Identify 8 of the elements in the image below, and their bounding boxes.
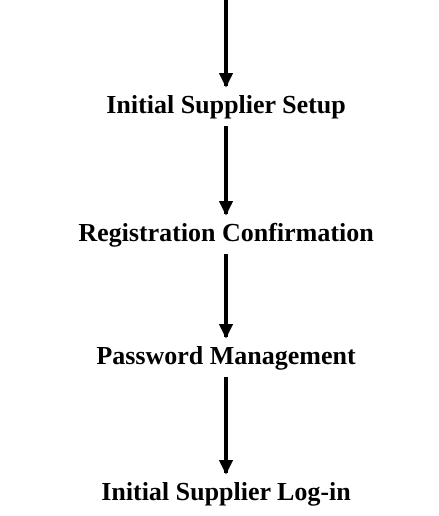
arrow (218, 0, 234, 88)
step-label: Initial Supplier Setup (106, 90, 346, 120)
arrow (218, 254, 234, 338)
arrow (218, 377, 234, 474)
arrow (218, 126, 234, 216)
step-label: Registration Confirmation (78, 218, 374, 248)
step-label: Password Management (96, 341, 356, 371)
step-label: Initial Supplier Log-in (101, 477, 351, 507)
